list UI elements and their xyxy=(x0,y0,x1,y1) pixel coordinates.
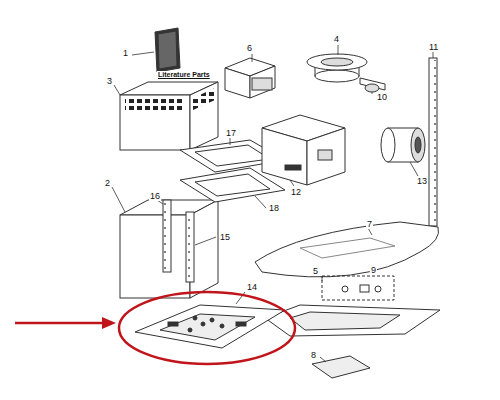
callout-number: 4 xyxy=(333,34,340,44)
callout-number: 11 xyxy=(428,42,439,52)
callout-number: 9 xyxy=(370,265,377,275)
callout-number: 13 xyxy=(416,176,428,186)
callout-number: 17 xyxy=(225,128,237,138)
callout-number: 14 xyxy=(246,282,258,292)
callout-number: 18 xyxy=(268,203,280,213)
callout-number: 8 xyxy=(310,350,317,360)
callout-number: 5 xyxy=(312,266,319,276)
callout-number: 16 xyxy=(149,191,161,201)
callout-number: 6 xyxy=(246,43,253,53)
callout-number: 10 xyxy=(376,92,388,102)
part-name: Literature Parts xyxy=(157,71,211,79)
callout-number: 7 xyxy=(366,219,373,229)
callout-number: 1 xyxy=(122,48,129,58)
callout-number: 15 xyxy=(219,232,231,242)
callout-number: 12 xyxy=(290,187,302,197)
callout-number: 2 xyxy=(104,178,111,188)
callout-number: 3 xyxy=(106,76,113,86)
